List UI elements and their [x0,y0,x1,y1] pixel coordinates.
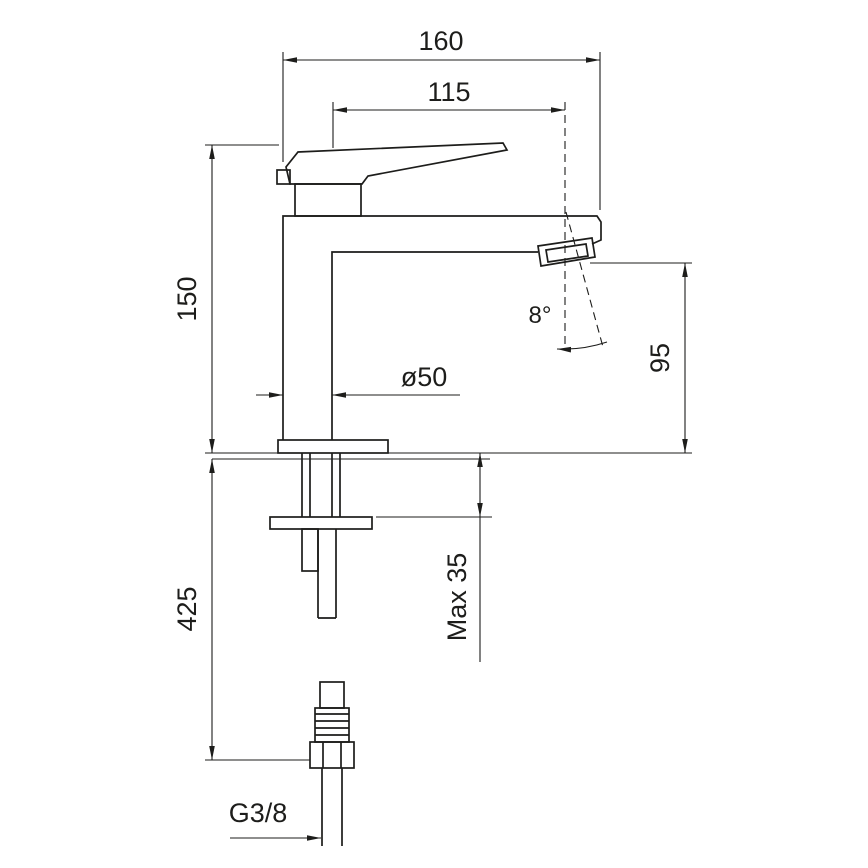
dim-outlet-angle [556,102,608,353]
cartridge-neck [294,183,362,217]
hex-nut-facets [322,742,342,768]
counter-datum-lines [212,452,692,460]
hose-end-tube [321,768,343,846]
aerator-slot [545,243,589,263]
label-thread: G3/8 [229,798,288,828]
label-overall-width: 160 [418,26,463,56]
mounting-shank [301,453,341,517]
dim-max-deck-thickness [376,453,492,662]
hose-upper-fitting [319,681,345,709]
dim-overall-width [282,52,601,210]
label-outlet-height: 95 [645,343,675,373]
label-outlet-angle: 8° [529,302,552,329]
dim-spout-reach [332,102,565,148]
hose-hex-nut [309,741,355,769]
dim-body-height [205,144,279,454]
dimension-lines [205,52,692,841]
angle-arc [556,341,608,353]
supply-tube [317,529,337,619]
body-and-spout-top [282,215,602,440]
dim-outlet-height [590,262,692,453]
dim-under-counter-length [205,459,310,761]
handle-lever [285,142,509,185]
faucet-outline [269,142,602,846]
mounting-washer [269,516,373,530]
label-max-deck-thickness: Max 35 [442,553,472,642]
lever-end-cap [276,169,291,185]
mounting-stud [301,528,319,572]
label-under-counter-length: 425 [172,586,202,631]
hose-collar-ribs [315,713,349,736]
label-body-height: 150 [172,276,202,321]
angle-tilted-axis [565,211,604,348]
label-body-diameter: ø50 [401,362,448,392]
hose-ribbed-collar [314,707,350,743]
label-spout-reach: 115 [427,77,470,107]
base-flange [277,439,389,454]
dimension-labels: 160 115 150 95 8° ø50 425 Max 35 G3/8 [172,26,675,828]
spout-underside [331,251,538,440]
